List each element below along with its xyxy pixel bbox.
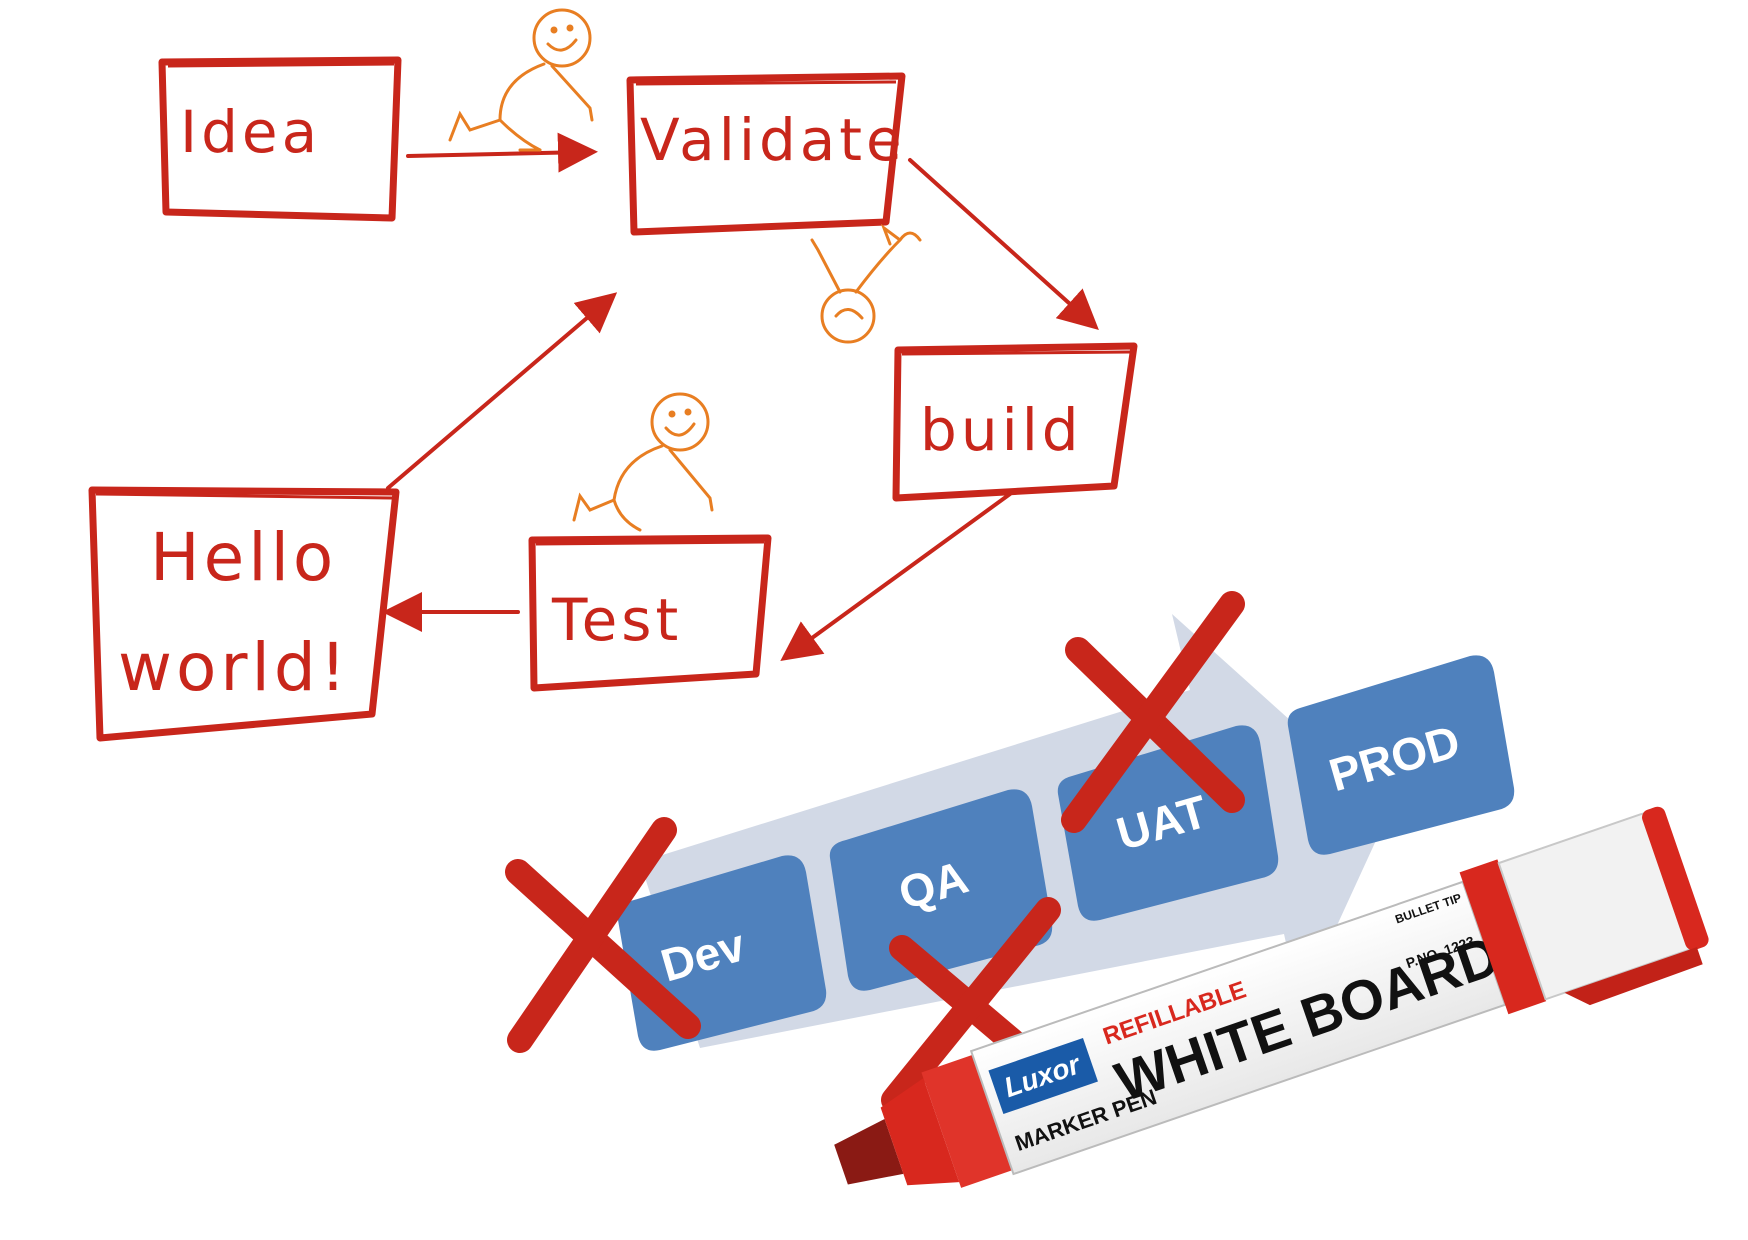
validate-label: Validate xyxy=(640,106,906,174)
stick-figure-test-icon xyxy=(572,392,714,532)
whiteboard-marker-icon: Luxor MARKER PEN REFILLABLE WHITE BOARD … xyxy=(834,806,1709,1188)
test-box: Test xyxy=(528,534,772,692)
arrow-validate-to-build xyxy=(908,158,1099,331)
hello-label-line2: world! xyxy=(118,629,350,706)
hello-label-line1: Hello xyxy=(150,519,337,596)
idea-box: Idea xyxy=(158,56,402,222)
stage-qa: QA xyxy=(829,789,1053,991)
stick-figure-flipped-icon xyxy=(810,223,922,344)
cross-dev-icon xyxy=(505,817,701,1053)
arrow-hello-to-validate xyxy=(386,292,618,490)
hello-world-box: Hello world! xyxy=(88,486,400,742)
test-label: Test xyxy=(551,586,682,654)
stick-figure-top-icon xyxy=(448,8,594,152)
idea-label: Idea xyxy=(180,98,321,166)
build-box: build xyxy=(892,342,1138,502)
stage-prod: PROD xyxy=(1287,655,1515,855)
validate-box: Validate xyxy=(626,72,906,236)
arrow-build-to-test xyxy=(780,492,1012,662)
arrow-idea-to-validate xyxy=(406,132,598,173)
cross-uat-icon xyxy=(1061,591,1245,833)
build-label: build xyxy=(920,396,1083,464)
flow-arrows xyxy=(382,132,1099,662)
cross-out-marks xyxy=(505,591,1245,1113)
